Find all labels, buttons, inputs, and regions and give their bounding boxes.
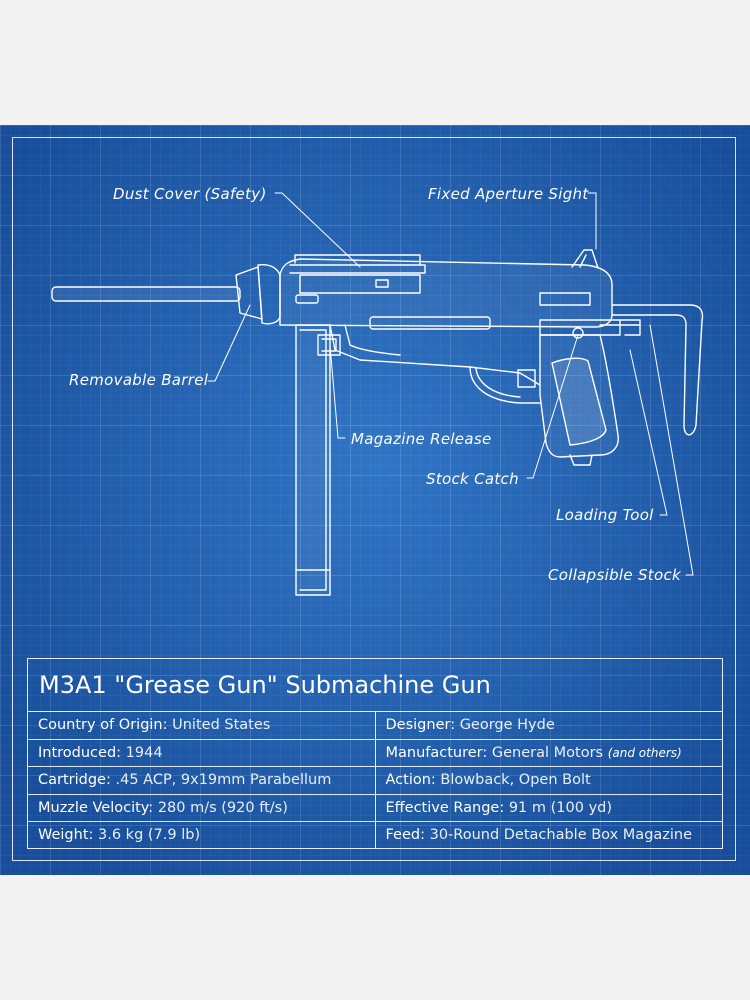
loading-tool: [619, 319, 641, 336]
gun-drawing: [51, 192, 704, 596]
callout-fixed-sight: Fixed Aperture Sight: [428, 185, 589, 203]
blueprint-poster: Dust Cover (Safety) Fixed Aperture Sight…: [0, 125, 750, 875]
spec-row: Country of Origin: United States: [28, 712, 375, 740]
callout-loading-tool: Loading Tool: [556, 506, 654, 524]
trigger-guard: [469, 366, 541, 404]
spec-row: Muzzle Velocity: 280 m/s (920 ft/s): [28, 795, 375, 823]
spec-column-left: Country of Origin: United States Introdu…: [28, 712, 375, 849]
magazine-release: [317, 334, 341, 356]
barrel: [51, 263, 281, 325]
pistol-grip: [539, 334, 619, 458]
spec-row: Weight: 3.6 kg (7.9 lb): [38, 827, 201, 844]
receiver: [279, 249, 641, 466]
collapsible-stock: [611, 304, 704, 436]
spec-row: Cartridge: .45 ACP, 9x19mm Parabellum: [28, 767, 375, 795]
spec-row: Action: Blowback, Open Bolt: [375, 767, 722, 795]
spec-row: Feed: 30-Round Detachable Box Magazine: [385, 827, 693, 844]
callout-removable-barrel: Removable Barrel: [69, 371, 209, 389]
callout-stock-catch: Stock Catch: [426, 470, 519, 488]
spec-row: Designer: George Hyde: [375, 712, 722, 740]
spec-column-right: Designer: George Hyde Manufacturer: Gene…: [374, 712, 722, 849]
callout-dust-cover: Dust Cover (Safety): [113, 185, 267, 203]
callout-collapsible-stock: Collapsible Stock: [548, 566, 681, 584]
callout-magazine-release: Magazine Release: [351, 430, 492, 448]
spec-title: M3A1 "Grease Gun" Submachine Gun: [28, 659, 722, 712]
spec-row: Introduced: 1944: [28, 740, 375, 768]
leader-lines: [207, 192, 694, 576]
spec-row: Effective Range: 91 m (100 yd): [375, 795, 722, 823]
dust-cover: [294, 254, 421, 266]
magazine: [295, 324, 331, 596]
spec-table: M3A1 "Grease Gun" Submachine Gun Country…: [27, 658, 723, 849]
rear-sight: [571, 249, 599, 269]
spec-row: Manufacturer: General Motors (and others…: [375, 740, 722, 768]
blueprint-border: [12, 137, 736, 861]
